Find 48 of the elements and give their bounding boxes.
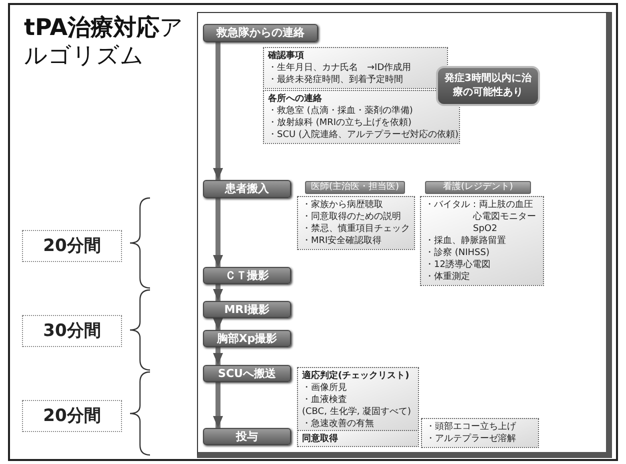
step-box: 胸部Xp撮影 xyxy=(203,330,291,347)
box-heading: 適応判定(チェックリスト) xyxy=(302,370,410,382)
info-box xyxy=(297,430,419,447)
time-label: 20分間 xyxy=(22,400,122,432)
bullet-text: ・体重測定 xyxy=(425,271,471,283)
bullet-text: ・診察 (NIHSS) xyxy=(425,247,490,259)
arrow xyxy=(213,318,223,330)
header-bar: 看護(レジデント) xyxy=(425,181,531,194)
step-box: SCUへ搬送 xyxy=(203,365,291,382)
step-box: 患者搬入 xyxy=(203,180,291,198)
info-box xyxy=(420,196,544,286)
bullet-text: ・MRI安全確認取得 xyxy=(302,235,383,247)
bullet-text: ・最終未発症時間、到着予定時間 xyxy=(268,74,404,86)
bullet-text: ・12誘導心電図 xyxy=(425,259,492,271)
arrow xyxy=(213,42,223,180)
step-box: MRI撮影 xyxy=(203,301,291,318)
arrow xyxy=(213,198,223,267)
bullet-text: ・禁忌、慎重項目チェック xyxy=(302,223,410,235)
bullet-text: ・アルテプラーゼ溶解 xyxy=(426,433,517,445)
bullet-text: ・同意取得のための説明 xyxy=(302,211,402,223)
title: tPA治療対応アルゴリズム xyxy=(24,14,185,70)
arrow xyxy=(213,284,223,301)
time-label: 20分間 xyxy=(22,230,122,262)
info-box xyxy=(297,367,419,433)
box-heading: 確認事項 xyxy=(268,50,305,62)
bullet-text: (CBC, 生化学, 凝固すべて) xyxy=(302,406,412,418)
bullet-text: ・救急室 (点滴・採血・薬剤の準備) xyxy=(268,105,414,117)
info-box xyxy=(297,196,415,250)
callout-box: 発症3時間以内に治療の可能性あり xyxy=(436,66,540,106)
arrow xyxy=(213,382,223,428)
step-box: ＣＴ撮影 xyxy=(203,267,291,284)
bullet-text: ・頭部エコー立ち上げ xyxy=(426,421,517,433)
info-box xyxy=(421,418,539,448)
bullet-text: ・放射線科 (MRIの立ち上げを依頼) xyxy=(268,117,413,129)
bullet-text: ・バイタル：両上肢の血圧心電図モニターSpO2 xyxy=(425,199,537,235)
bullet-text: ・急速改善の有無 xyxy=(302,418,375,430)
bullet-text: ・画像所見 xyxy=(302,382,348,394)
arrow xyxy=(213,347,223,365)
bullet-text: ・生年月日、カナ氏名 →ID作成用 xyxy=(268,62,412,74)
header-bar: 医師(主治医・担当医) xyxy=(305,181,405,194)
box-heading: 同意取得 xyxy=(302,433,339,445)
bullet-text: ・血液検査 xyxy=(302,394,348,406)
box-heading: 各所への連絡 xyxy=(268,93,323,105)
bullet-text: ・家族から病歴聴取 xyxy=(302,199,384,211)
step-box: 投与 xyxy=(203,428,291,445)
bullet-text: ・採血、静脈路留置 xyxy=(425,235,507,247)
step-box: 救急隊からの連絡 xyxy=(203,24,318,42)
time-label: 30分間 xyxy=(22,315,122,347)
